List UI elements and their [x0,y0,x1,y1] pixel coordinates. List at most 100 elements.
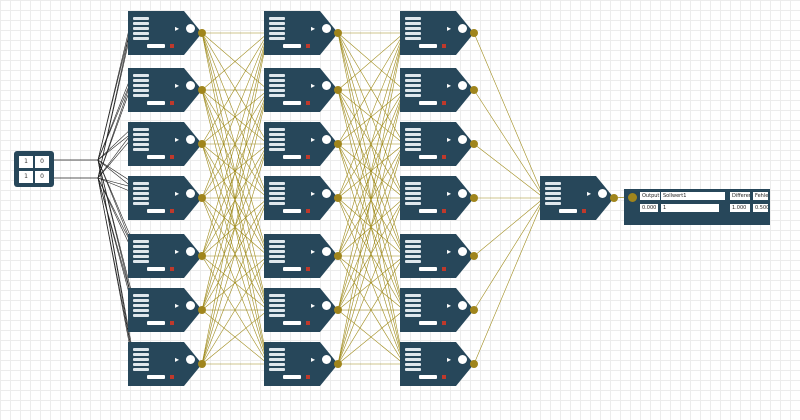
neuron-node[interactable]: ▸ [540,176,618,220]
bias-field[interactable] [283,44,301,48]
output-port-icon[interactable] [198,29,206,37]
bias-field[interactable] [283,155,301,159]
neuron-node[interactable]: ▸ [128,234,206,278]
output-port-icon[interactable] [610,194,618,202]
bias-field[interactable] [419,209,437,213]
output-port-icon[interactable] [470,252,478,260]
bias-field[interactable] [283,267,301,271]
settings-knob-icon[interactable] [186,355,195,364]
settings-knob-icon[interactable] [322,24,331,33]
bias-field[interactable] [147,209,165,213]
input-cell[interactable]: 0 [35,156,49,168]
settings-knob-icon[interactable] [322,135,331,144]
settings-knob-icon[interactable] [458,355,467,364]
bias-field[interactable] [147,375,165,379]
settings-knob-icon[interactable] [458,301,467,310]
neuron-node[interactable]: ▸ [128,11,206,55]
neuron-node[interactable]: ▸ [128,288,206,332]
input-cell[interactable]: 1 [19,171,33,183]
settings-knob-icon[interactable] [458,81,467,90]
neuron-node[interactable]: ▸ [264,176,342,220]
bias-field[interactable] [283,101,301,105]
input-cell[interactable]: 1 [19,156,33,168]
output-port-icon[interactable] [198,194,206,202]
bias-field[interactable] [419,267,437,271]
output-port-icon[interactable] [334,194,342,202]
output-port-icon[interactable] [470,140,478,148]
output-port-icon[interactable] [334,140,342,148]
output-port-icon[interactable] [470,29,478,37]
settings-knob-icon[interactable] [458,24,467,33]
output-port-icon[interactable] [198,140,206,148]
output-port-icon[interactable] [470,86,478,94]
bias-field[interactable] [419,321,437,325]
input-cell[interactable]: 0 [35,171,49,183]
neuron-node[interactable]: ▸ [264,11,342,55]
bias-field[interactable] [559,209,577,213]
neuron-node[interactable]: ▸ [128,176,206,220]
settings-knob-icon[interactable] [458,189,467,198]
output-port-icon[interactable] [334,86,342,94]
arrow-right-icon: ▸ [447,81,452,90]
neuron-node[interactable]: ▸ [400,11,478,55]
neuron-node[interactable]: ▸ [400,288,478,332]
neuron-node[interactable]: ▸ [400,122,478,166]
bias-field[interactable] [147,155,165,159]
bias-field[interactable] [419,101,437,105]
bias-field[interactable] [283,375,301,379]
settings-knob-icon[interactable] [186,135,195,144]
settings-knob-icon[interactable] [186,24,195,33]
bias-field[interactable] [419,375,437,379]
settings-knob-icon[interactable] [458,135,467,144]
neuron-node[interactable]: ▸ [264,288,342,332]
target-value-field[interactable]: 1 [661,204,719,212]
neuron-node[interactable]: ▸ [264,234,342,278]
output-port-icon[interactable] [198,306,206,314]
settings-knob-icon[interactable] [322,189,331,198]
input-row [405,314,421,317]
neuron-node[interactable]: ▸ [128,342,206,386]
output-port-icon[interactable] [334,360,342,368]
output-port-icon[interactable] [334,252,342,260]
settings-knob-icon[interactable] [322,355,331,364]
bias-field[interactable] [147,321,165,325]
settings-knob-icon[interactable] [598,189,607,198]
neuron-node[interactable]: ▸ [264,68,342,112]
neuron-node[interactable]: ▸ [128,68,206,112]
neuron-node[interactable]: ▸ [400,68,478,112]
neuron-node[interactable]: ▸ [264,122,342,166]
neuron-node[interactable]: ▸ [128,122,206,166]
output-port-icon[interactable] [334,29,342,37]
input-row [405,368,421,371]
output-port-icon[interactable] [334,306,342,314]
output-port-icon[interactable] [470,306,478,314]
output-port-icon[interactable] [198,86,206,94]
input-row [133,84,149,87]
bias-field[interactable] [419,44,437,48]
input-panel[interactable]: 1 0 1 0 [14,151,54,187]
settings-knob-icon[interactable] [186,189,195,198]
settings-knob-icon[interactable] [322,301,331,310]
bias-field[interactable] [147,267,165,271]
neuron-node[interactable]: ▸ [264,342,342,386]
bias-field[interactable] [147,44,165,48]
bias-field[interactable] [147,101,165,105]
neuron-node[interactable]: ▸ [400,176,478,220]
output-port-icon[interactable] [470,360,478,368]
settings-knob-icon[interactable] [186,301,195,310]
bias-field[interactable] [283,321,301,325]
target-name-field[interactable]: Sollwert1 [661,192,725,200]
settings-knob-icon[interactable] [186,81,195,90]
settings-knob-icon[interactable] [458,247,467,256]
input-row [133,27,149,30]
settings-knob-icon[interactable] [322,81,331,90]
output-port-icon[interactable] [470,194,478,202]
settings-knob-icon[interactable] [322,247,331,256]
settings-knob-icon[interactable] [186,247,195,256]
neuron-node[interactable]: ▸ [400,234,478,278]
neuron-node[interactable]: ▸ [400,342,478,386]
bias-field[interactable] [283,209,301,213]
output-port-icon[interactable] [198,252,206,260]
bias-field[interactable] [419,155,437,159]
output-port-icon[interactable] [198,360,206,368]
